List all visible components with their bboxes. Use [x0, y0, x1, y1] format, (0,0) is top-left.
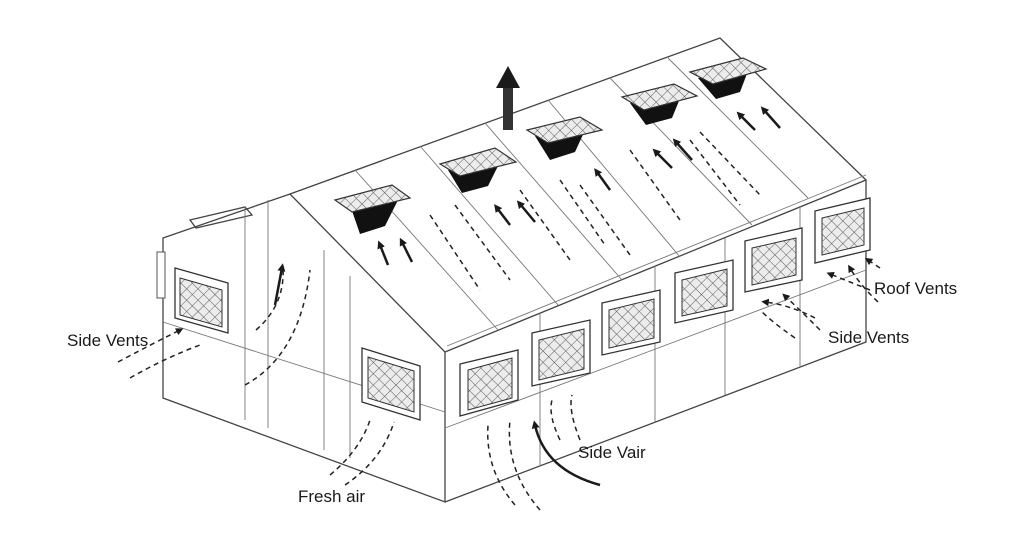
side-vent-box [674, 259, 734, 324]
side-vent-boxes [174, 197, 871, 421]
label-roof-vents: Roof Vents [874, 279, 957, 298]
roof-vent-1 [333, 184, 412, 234]
side-vent-box [361, 347, 421, 421]
label-side-vents-left: Side Vents [67, 331, 148, 350]
side-vent-box [814, 197, 871, 264]
side-vent-box [601, 289, 661, 356]
side-vent-box [744, 227, 803, 293]
labels: Side Vents Roof Vents Side Vents Side Va… [67, 279, 957, 506]
roof-vent-5 [688, 57, 768, 99]
roof-vent-4 [620, 83, 699, 125]
roof-vent-3 [525, 116, 604, 160]
label-fresh-air: Fresh air [298, 487, 365, 506]
roof-vents [333, 57, 768, 234]
airflow-arrows [117, 66, 881, 511]
greenhouse-structure [156, 37, 867, 503]
exhaust-up-arrow [496, 66, 520, 130]
label-side-vents-right: Side Vents [828, 328, 909, 347]
side-vent-box [174, 267, 229, 334]
roof-vent-2 [438, 147, 518, 193]
side-vent-box [531, 319, 591, 387]
label-side-vair: Side Vair [578, 443, 646, 462]
side-vent-box [459, 349, 519, 417]
